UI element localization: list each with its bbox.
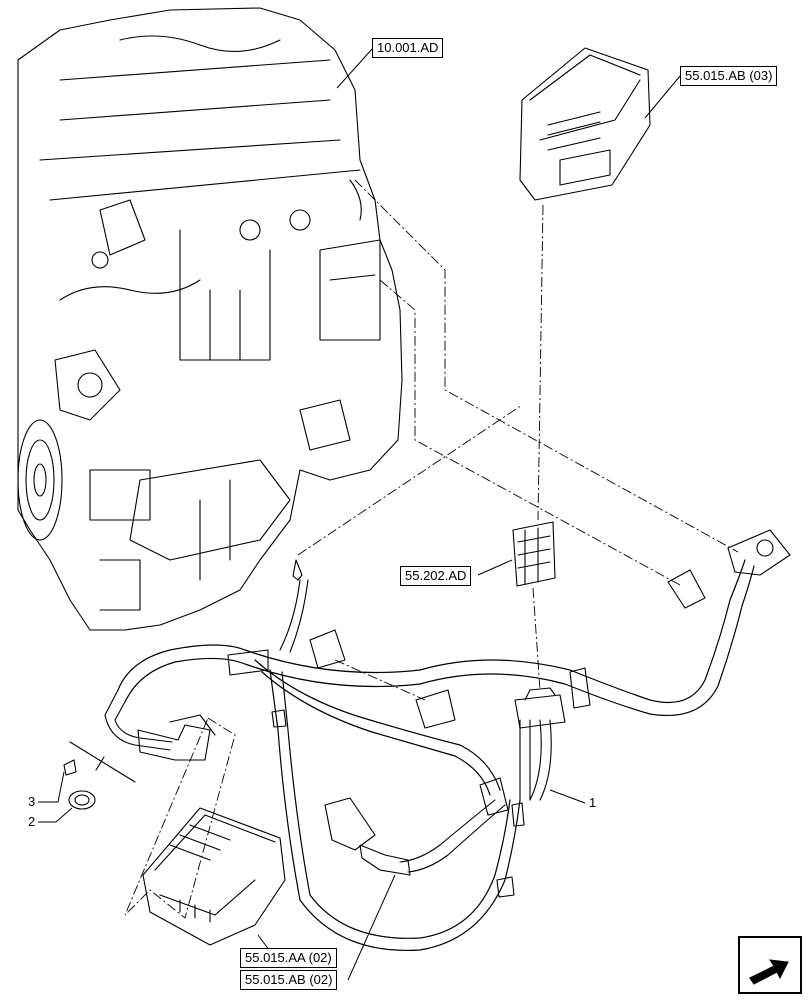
control-module-top <box>519 47 651 201</box>
ref-relay[interactable]: 55.202.AD <box>400 566 472 586</box>
ref-module-top[interactable]: 55.015.AB (03) <box>680 66 778 86</box>
dash-dot-lines <box>124 179 739 919</box>
engine-illustration <box>17 7 403 631</box>
next-page-button[interactable] <box>738 936 802 994</box>
callout-2: 2 <box>28 814 36 829</box>
callout-3: 3 <box>28 794 36 809</box>
callout-1: 1 <box>589 795 597 810</box>
ref-ecu-b[interactable]: 55.015.AB (02) <box>240 970 338 990</box>
ref-engine[interactable]: 10.001.AD <box>372 38 444 58</box>
harness-connectors <box>137 529 791 898</box>
ref-ecu-a[interactable]: 55.015.AA (02) <box>240 948 337 968</box>
harness-cables <box>104 559 755 952</box>
clip-parts <box>63 741 136 810</box>
relay-block <box>512 521 556 587</box>
arrow-icon <box>749 959 789 985</box>
ecu-module <box>142 807 286 946</box>
